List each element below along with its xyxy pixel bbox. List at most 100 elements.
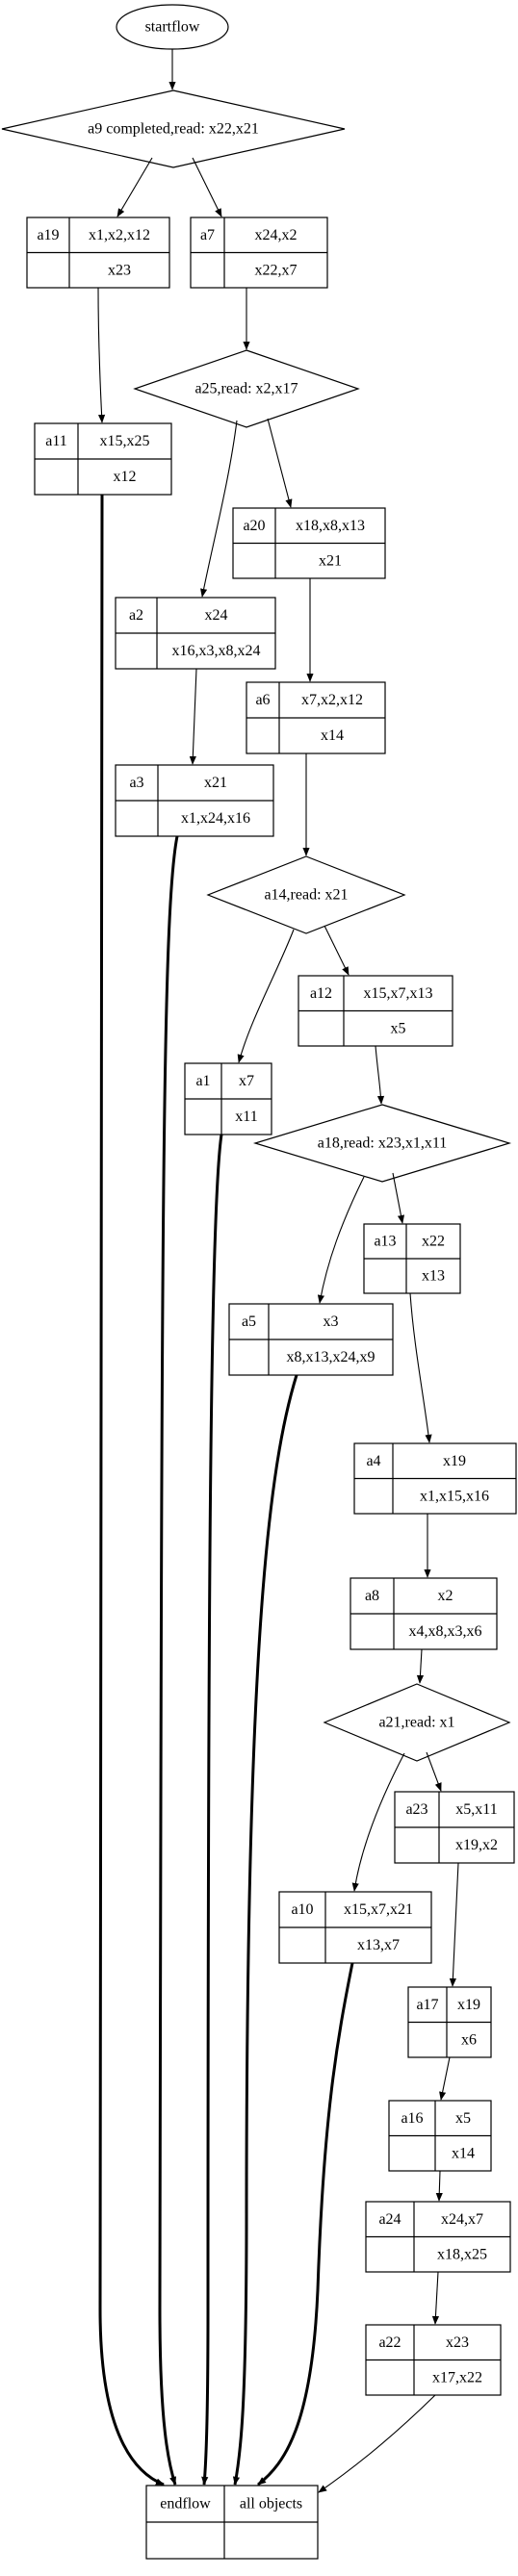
edge-a13-a4 bbox=[409, 1292, 432, 1443]
edge-d1-a7 bbox=[192, 157, 222, 217]
node-top-value: x1,x2,x12 bbox=[89, 227, 150, 243]
node-bottom-value: x6 bbox=[461, 2031, 477, 2048]
node-label: a22 bbox=[378, 2334, 401, 2351]
node-label: a12 bbox=[310, 985, 332, 1002]
node-bottom-value: x18,x25 bbox=[437, 2246, 487, 2262]
node-top-value: x19 bbox=[443, 1453, 466, 1469]
decision-d5: a21,read: x1 bbox=[323, 1683, 511, 1762]
node-top-value: x15,x7,x13 bbox=[364, 985, 433, 1002]
edges-layer bbox=[97, 49, 459, 2493]
end-node: endflow all objects bbox=[145, 2485, 319, 2560]
start-ellipse bbox=[116, 4, 229, 50]
node-top-value: x18,x8,x13 bbox=[296, 518, 365, 534]
node-bottom-value: x4,x8,x3,x6 bbox=[409, 1623, 482, 1640]
edge-d4-a13 bbox=[392, 1172, 405, 1224]
node-bottom-value: x1,x15,x16 bbox=[420, 1488, 489, 1504]
node-bottom-value: x1,x24,x16 bbox=[181, 810, 250, 827]
node-label: a7 bbox=[200, 227, 215, 243]
node-top-value: x24 bbox=[205, 607, 228, 624]
node-label: a16 bbox=[401, 2110, 423, 2127]
node-bottom-value: x13 bbox=[422, 1268, 445, 1285]
edge-a22-end bbox=[318, 2394, 436, 2493]
node-top-value: x2 bbox=[438, 1588, 453, 1604]
edge-d1-a19 bbox=[117, 157, 153, 217]
decision-d4: a18,read: x23,x1,x11 bbox=[252, 1104, 512, 1183]
node-bottom-value: x11 bbox=[235, 1109, 257, 1125]
edge-a16-a24 bbox=[435, 2170, 443, 2202]
decision-label: a25,read: x2,x17 bbox=[194, 381, 298, 397]
edge-a24-a22 bbox=[431, 2271, 440, 2325]
start-node: startflow bbox=[116, 4, 229, 50]
node-label: a4 bbox=[366, 1453, 380, 1469]
node-top-value: x3 bbox=[324, 1314, 339, 1330]
node-a4: a4 x19 x1,x15,x16 bbox=[353, 1442, 517, 1515]
start-label: startflow bbox=[145, 19, 200, 36]
node-a24: a24 x24,x7 x18,x25 bbox=[365, 2201, 511, 2273]
node-bottom-value: x8,x13,x24,x9 bbox=[287, 1349, 376, 1365]
edge-a11-end bbox=[98, 494, 165, 2487]
node-bottom-value: x13,x7 bbox=[357, 1937, 400, 1953]
node-label: a8 bbox=[365, 1588, 379, 1604]
decision-diamond bbox=[206, 855, 406, 934]
node-top-value: x15,x7,x21 bbox=[344, 1901, 413, 1918]
edge-d3-a12 bbox=[324, 925, 350, 976]
node-a16: a16 x5 x14 bbox=[388, 2100, 492, 2172]
node-label: a2 bbox=[129, 607, 143, 624]
node-bottom-value: x14 bbox=[321, 727, 344, 744]
edge-a1-end bbox=[201, 1134, 223, 2486]
node-top-value: x21 bbox=[204, 775, 227, 791]
edge-d2-a2 bbox=[200, 420, 238, 598]
node-bottom-value: x21 bbox=[319, 552, 342, 569]
edge-a12-d4 bbox=[375, 1045, 385, 1105]
shapes-layer: startflow a9 completed,read: x22,x21 a25,r… bbox=[1, 4, 517, 2560]
decision-diamond bbox=[1, 89, 346, 168]
end-label: endflow bbox=[160, 2496, 211, 2512]
node-a19: a19 x1,x2,x12 x23 bbox=[26, 217, 170, 289]
node-label: a3 bbox=[129, 775, 143, 791]
decision-diamond bbox=[252, 1104, 512, 1183]
decision-label: a9 completed,read: x22,x21 bbox=[88, 121, 259, 138]
node-a3: a3 x21 x1,x24,x16 bbox=[115, 764, 274, 837]
node-a8: a8 x2 x4,x8,x3,x6 bbox=[350, 1577, 498, 1650]
node-label: a20 bbox=[243, 518, 265, 534]
edge-a2-a3 bbox=[189, 668, 197, 765]
node-label: a19 bbox=[37, 227, 59, 243]
node-label: a17 bbox=[416, 1997, 438, 2013]
node-bottom-value: x12 bbox=[114, 469, 137, 485]
node-label: a1 bbox=[195, 1073, 210, 1089]
node-bottom-value: x23 bbox=[108, 262, 131, 278]
node-top-value: x7 bbox=[239, 1073, 254, 1089]
edge-a3-end bbox=[158, 835, 179, 2486]
edge-a17-a16 bbox=[439, 2056, 451, 2101]
decision-label: a21,read: x1 bbox=[378, 1715, 454, 1731]
node-top-value: x24,x7 bbox=[441, 2211, 483, 2228]
node-label: a23 bbox=[405, 1801, 427, 1818]
decision-diamond bbox=[133, 349, 360, 428]
decision-label: a14,read: x21 bbox=[264, 887, 348, 904]
decision-d2: a25,read: x2,x17 bbox=[133, 349, 360, 428]
edge-d3-a1 bbox=[237, 929, 295, 1063]
edge-a23-a17 bbox=[449, 1862, 459, 1987]
node-bottom-value: x14 bbox=[452, 2145, 475, 2161]
decision-d1: a9 completed,read: x22,x21 bbox=[1, 89, 346, 168]
edge-d2-a20 bbox=[267, 418, 293, 508]
node-top-value: x5 bbox=[455, 2110, 471, 2127]
node-top-value: x7,x2,x12 bbox=[301, 692, 363, 708]
edge-d4-a5 bbox=[317, 1176, 365, 1304]
edge-a19-a11 bbox=[97, 287, 106, 423]
node-label: a24 bbox=[378, 2211, 401, 2228]
node-top-value: x22 bbox=[422, 1234, 445, 1250]
node-top-value: x15,x25 bbox=[100, 433, 150, 449]
node-top-value: x5,x11 bbox=[455, 1801, 497, 1818]
node-top-value: x19 bbox=[457, 1997, 480, 2013]
decision-diamond bbox=[323, 1683, 511, 1762]
node-a13: a13 x22 x13 bbox=[363, 1223, 461, 1294]
node-label: a13 bbox=[374, 1234, 396, 1250]
end-objects-label: all objects bbox=[240, 2496, 302, 2512]
